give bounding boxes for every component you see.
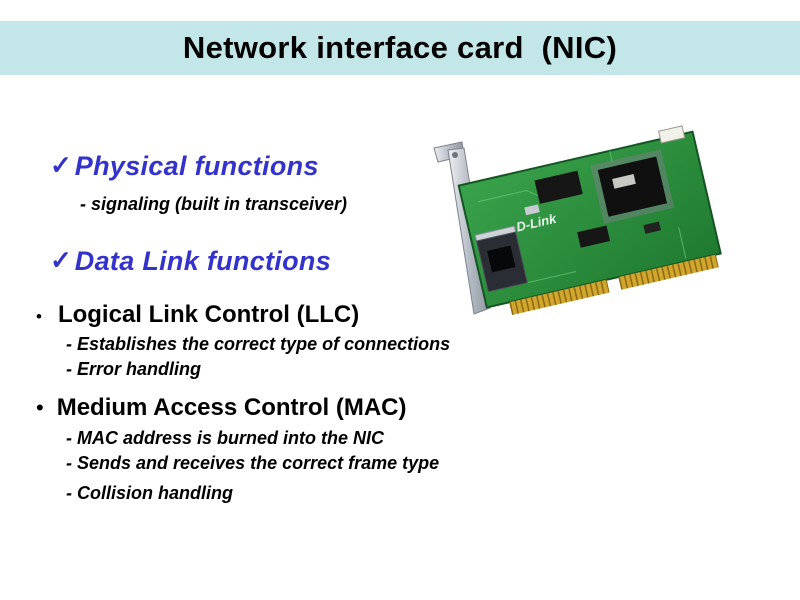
pcb-traces (477, 150, 687, 288)
llc-heading: Logical Link Control (LLC) (57, 301, 360, 328)
nic-illustration: D-Link (433, 125, 722, 315)
physical-functions-item: ✓ Physical functions (50, 150, 319, 182)
mac-heading: Medium Access Control (MAC) (56, 394, 407, 421)
mac-sub-item-1: - MAC address is burned into the NIC (66, 428, 385, 448)
bullet-icon: • (36, 395, 44, 420)
main-chip (597, 156, 668, 217)
data-link-functions-heading: Data Link functions (74, 246, 332, 276)
mac-sub-item-3: - Collision handling (66, 483, 233, 503)
pcb-board: D-Link (457, 125, 722, 315)
wake-on-lan-connector (658, 125, 686, 144)
secondary-chip (534, 170, 583, 204)
gold-edge-connector (509, 254, 719, 315)
crystal-oscillator (524, 204, 540, 216)
capacitor (643, 221, 661, 234)
signaling-sub-item: - signaling (built in transceiver) (80, 194, 348, 214)
small-chip (577, 225, 611, 248)
llc-sub-item-2: - Error handling (66, 359, 201, 379)
mac-sub-item-2: - Sends and receives the correct frame t… (66, 453, 440, 473)
llc-item: • Logical Link Control (LLC) (36, 301, 359, 329)
llc-sub-item-1: - Establishes the correct type of connec… (66, 334, 451, 354)
slide-title: Network interface card (NIC) (182, 30, 618, 65)
data-link-functions-item: ✓ Data Link functions (50, 245, 332, 277)
nic-photo: D-Link (424, 96, 760, 340)
chip-sticker (612, 174, 636, 189)
check-icon: ✓ (50, 245, 72, 275)
physical-functions-heading: Physical functions (74, 151, 319, 181)
mac-item: • Medium Access Control (MAC) (36, 394, 407, 422)
bullet-icon: • (36, 307, 42, 326)
check-icon: ✓ (50, 150, 72, 180)
rj45-port (474, 225, 528, 293)
title-banner: Network interface card (NIC) (0, 21, 800, 75)
